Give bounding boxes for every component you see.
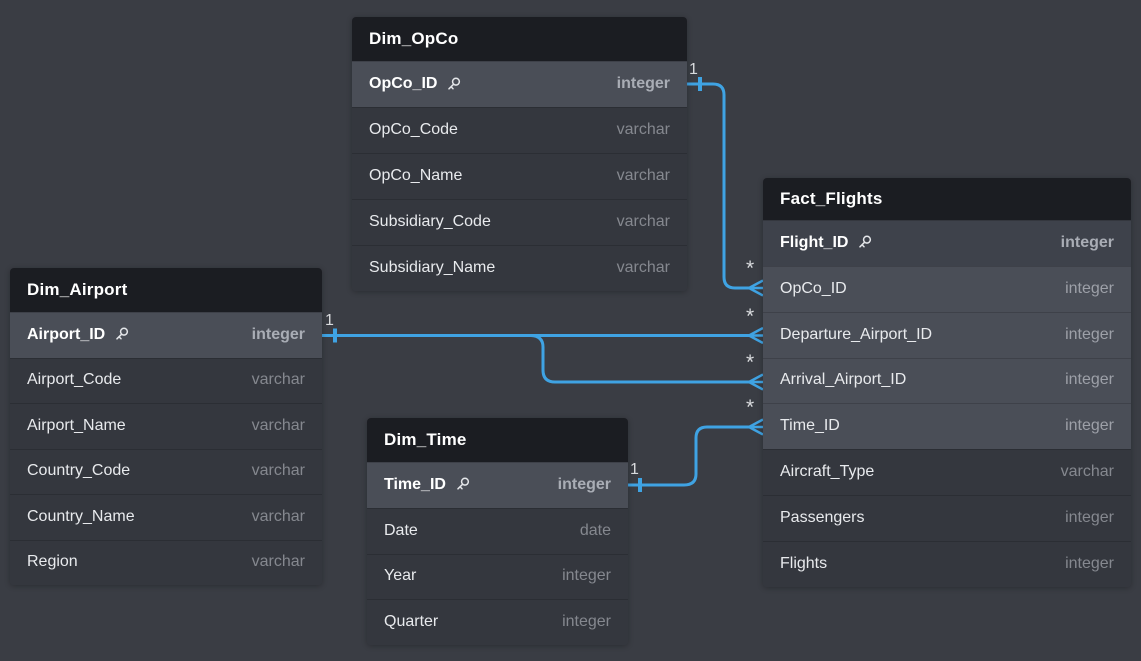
cardinality-one-label: 1 <box>689 61 698 78</box>
field-name: Time_ID <box>780 417 840 435</box>
table-row[interactable]: Arrival_Airport_ID integer <box>763 357 1131 404</box>
table-row[interactable]: OpCo_Code varchar <box>352 107 687 153</box>
field-name: Airport_Code <box>27 371 122 389</box>
table-fact-flights[interactable]: Fact_Flights Flight_ID integer OpCo_ID i… <box>763 178 1131 587</box>
table-row[interactable]: Date date <box>367 507 628 554</box>
field-type: varchar <box>1060 463 1114 481</box>
field-type: integer <box>1060 233 1114 251</box>
field-type: varchar <box>251 462 305 480</box>
table-dim-airport[interactable]: Dim_Airport Airport_ID integer Airport_C… <box>10 268 322 585</box>
field-type: integer <box>1065 417 1114 435</box>
field-type: varchar <box>251 507 305 525</box>
table-row[interactable]: Subsidiary_Code varchar <box>352 199 687 245</box>
cardinality-one-label: 1 <box>325 312 334 329</box>
field-name: Airport_ID <box>27 325 106 343</box>
field-type: date <box>579 521 611 539</box>
field-name: Airport_Name <box>27 416 126 434</box>
field-type: varchar <box>616 167 670 184</box>
field-name: Time_ID <box>384 475 446 493</box>
cardinality-many-label: * <box>746 257 755 280</box>
table-row[interactable]: Departure_Airport_ID integer <box>763 311 1131 358</box>
table-row[interactable]: Time_ID integer <box>763 403 1131 450</box>
field-name: Passengers <box>780 508 865 526</box>
field-type: integer <box>562 613 611 631</box>
field-name: Year <box>384 567 417 585</box>
field-type: integer <box>616 75 670 92</box>
table-dim-opco[interactable]: Dim_OpCo OpCo_ID integer OpCo_Code varch… <box>352 17 687 291</box>
table-title[interactable]: Dim_OpCo <box>352 17 687 61</box>
table-row[interactable]: Airport_Code varchar <box>10 357 322 403</box>
table-row[interactable]: Quarter integer <box>367 599 628 645</box>
table-row[interactable]: Subsidiary_Name varchar <box>352 245 687 291</box>
table-title[interactable]: Dim_Airport <box>10 268 322 312</box>
table-row[interactable]: OpCo_Name varchar <box>352 153 687 199</box>
table-row[interactable]: Country_Code varchar <box>10 448 322 494</box>
field-name: Country_Code <box>27 462 131 480</box>
field-type: integer <box>562 567 611 585</box>
field-type: integer <box>1065 508 1114 526</box>
table-row[interactable]: Airport_Name varchar <box>10 403 322 449</box>
table-title[interactable]: Fact_Flights <box>763 178 1131 220</box>
cardinality-one-label: 1 <box>630 461 639 478</box>
field-name: Flights <box>780 554 828 572</box>
table-row[interactable]: Country_Name varchar <box>10 494 322 540</box>
table-row[interactable]: Region varchar <box>10 539 322 585</box>
table-row[interactable]: Passengers integer <box>763 495 1131 541</box>
cardinality-many-label: * <box>746 305 755 328</box>
table-row[interactable]: Aircraft_Type varchar <box>763 449 1131 496</box>
table-row[interactable]: Year integer <box>367 553 628 600</box>
cardinality-many-label: * <box>746 396 755 419</box>
field-type: integer <box>1065 554 1114 572</box>
field-name: Region <box>27 553 78 571</box>
table-dim-time[interactable]: Dim_Time Time_ID integer Date date Year … <box>367 418 628 645</box>
relationship-line-dimairport-arrival[interactable] <box>530 334 764 391</box>
field-name: Date <box>384 521 418 539</box>
field-type: integer <box>557 475 611 493</box>
field-type: integer <box>251 325 305 343</box>
table-row[interactable]: Flights integer <box>763 540 1131 587</box>
field-name: Departure_Airport_ID <box>780 325 933 343</box>
field-name: Flight_ID <box>780 233 849 251</box>
relationship-line-dimairport-departure[interactable] <box>322 326 764 345</box>
key-icon <box>113 326 130 343</box>
field-name: Subsidiary_Code <box>369 213 491 230</box>
table-row[interactable]: Airport_ID integer <box>10 312 322 358</box>
field-name: Country_Name <box>27 507 135 525</box>
key-icon <box>454 476 471 493</box>
field-name: Aircraft_Type <box>780 463 875 481</box>
field-type: varchar <box>251 371 305 389</box>
field-name: OpCo_Code <box>369 121 458 138</box>
field-type: integer <box>1065 325 1114 343</box>
key-icon <box>445 76 462 93</box>
field-type: varchar <box>616 259 670 276</box>
field-name: OpCo_Name <box>369 167 463 184</box>
key-icon <box>856 234 873 251</box>
field-name: Subsidiary_Name <box>369 259 496 276</box>
field-type: integer <box>1065 279 1114 297</box>
field-type: varchar <box>616 121 670 138</box>
table-row[interactable]: OpCo_ID integer <box>352 61 687 107</box>
field-type: varchar <box>251 553 305 571</box>
cardinality-many-label: * <box>746 351 755 374</box>
field-name: Arrival_Airport_ID <box>780 371 907 389</box>
field-type: varchar <box>616 213 670 230</box>
field-name: OpCo_ID <box>780 279 847 297</box>
field-type: varchar <box>251 416 305 434</box>
table-row[interactable]: Time_ID integer <box>367 462 628 508</box>
relationship-line-dimtime-factflights[interactable] <box>628 418 764 493</box>
field-type: integer <box>1065 371 1114 389</box>
field-name: OpCo_ID <box>369 75 438 92</box>
table-row[interactable]: Flight_ID integer <box>763 220 1131 266</box>
field-name: Quarter <box>384 613 439 631</box>
table-title[interactable]: Dim_Time <box>367 418 628 462</box>
table-row[interactable]: OpCo_ID integer <box>763 265 1131 312</box>
